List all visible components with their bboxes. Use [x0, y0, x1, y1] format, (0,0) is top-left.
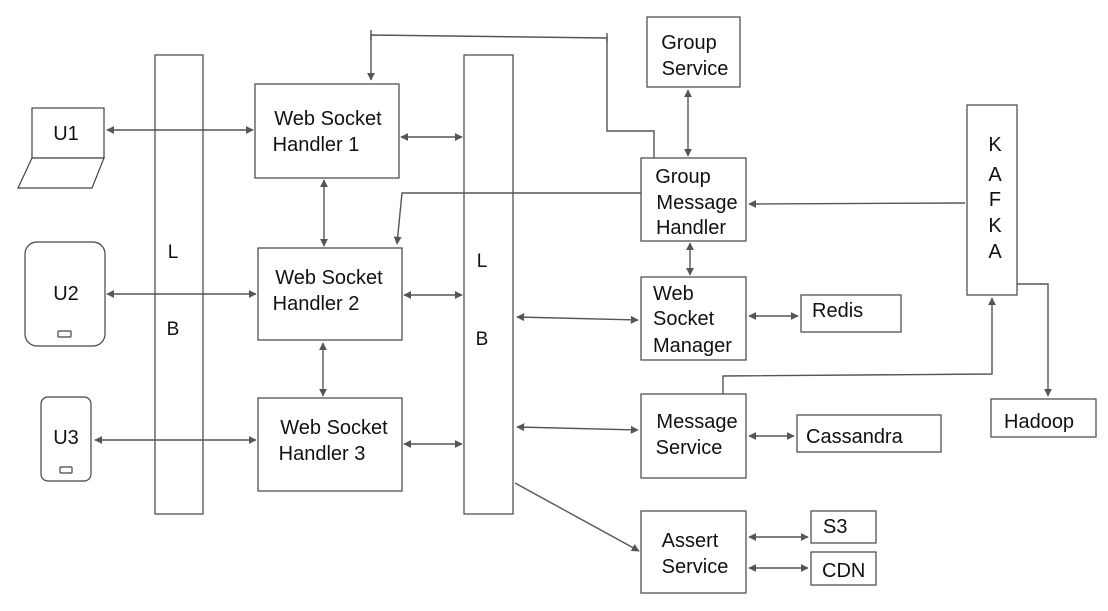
message-service-line-2: Service [656, 437, 723, 459]
phone-icon [40, 396, 92, 482]
kafka-letter-1: K [988, 134, 1002, 156]
wsm-line-2: Socket [653, 308, 715, 330]
redis-box [800, 294, 902, 333]
cdn-label: CDN [822, 560, 865, 582]
cdn-box [810, 551, 877, 586]
connector-message-service-kafka [722, 297, 996, 394]
s3-box [810, 510, 877, 544]
kafka-letter-3: F [989, 189, 1001, 211]
kafka-letter-5: A [988, 241, 1002, 263]
load-balancer-1 [154, 54, 204, 515]
assert-service-box [640, 510, 747, 594]
arrow-lb2-message-service [516, 423, 639, 434]
gmh-line-3: Handler [656, 217, 726, 239]
connector-gmh-handler1 [367, 34, 655, 158]
message-service-line-1: Message [656, 411, 737, 433]
group-service-line-1: Group [661, 32, 717, 54]
assert-service-line-1: Assert [662, 530, 719, 552]
laptop-icon [17, 107, 105, 189]
web-socket-manager-box [640, 276, 747, 361]
group-message-handler-box [640, 157, 747, 242]
handler-1-line-2: Handler 1 [273, 134, 360, 156]
group-service-box [646, 16, 741, 88]
hadoop-label: Hadoop [1004, 411, 1074, 433]
user-u2-label: U2 [53, 283, 79, 305]
lb2-letter-l: L [477, 251, 488, 272]
hadoop-box [990, 398, 1097, 438]
arrow-lb2-ws-manager [516, 313, 639, 324]
kafka-box [966, 104, 1018, 296]
assert-service-line-2: Service [662, 556, 729, 578]
web-socket-handler-1 [254, 83, 400, 179]
handler-3-line-2: Handler 3 [279, 443, 366, 465]
lb2-letter-b: B [476, 329, 489, 350]
lb1-letter-b: B [167, 319, 180, 340]
handler-2-line-1: Web Socket [275, 267, 383, 289]
web-socket-handler-2 [257, 247, 403, 341]
handler-3-line-1: Web Socket [280, 417, 388, 439]
user-u3-label: U3 [53, 427, 79, 449]
cassandra-box [796, 414, 942, 453]
web-socket-handler-3 [257, 397, 403, 492]
tablet-icon [24, 241, 106, 347]
connector-kafka-hadoop [1017, 283, 1052, 397]
handler-2-line-2: Handler 2 [273, 293, 360, 315]
wsm-line-3: Manager [653, 335, 732, 357]
cassandra-label: Cassandra [806, 426, 904, 448]
s3-label: S3 [823, 516, 847, 538]
kafka-letter-4: K [988, 215, 1002, 237]
group-service-line-2: Service [662, 58, 729, 80]
arrow-lb2-assert-service [514, 482, 640, 552]
arrow-kafka-gmh [748, 199, 966, 208]
message-service-box [640, 393, 747, 479]
user-u1-label: U1 [53, 123, 79, 145]
gmh-line-2: Message [656, 192, 737, 214]
gmh-line-1: Group [655, 166, 711, 188]
lb1-letter-l: L [168, 242, 179, 263]
load-balancer-2 [463, 54, 514, 515]
handler-1-line-1: Web Socket [274, 108, 382, 130]
connector-gmh-handler2 [393, 192, 641, 245]
wsm-line-1: Web [653, 283, 694, 305]
kafka-letter-2: A [988, 164, 1002, 186]
redis-label: Redis [812, 300, 863, 322]
